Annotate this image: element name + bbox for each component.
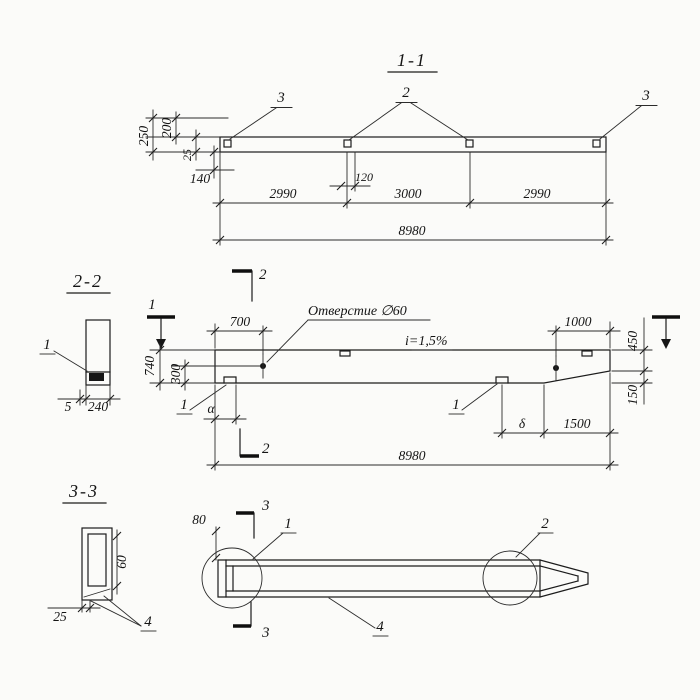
dim-200: 200 [159,118,174,139]
delta-1500-dims: δ 1500 [493,372,619,471]
dim-1000-group: 1000 [547,314,621,357]
dim-250: 250 [136,126,151,147]
dim-740: 740 [142,356,157,377]
dim-120: 120 [355,170,373,184]
plan-callout-1-label: 1 [284,516,292,532]
dim-700-group: 700 [206,314,273,355]
leader-1-right-label: 1 [452,397,460,413]
beam-top-view-outline [219,136,607,153]
dim-80-group: 80 [192,512,221,563]
leader-1-left-label: 1 [180,397,188,413]
callout-3-left-label: 3 [276,90,285,106]
section-2-2: 2-2 1 5 240 [39,271,121,414]
leader-2-plan: 2 [515,516,554,558]
detail-circle-right [482,550,538,606]
cut-3-top-label: 3 [261,498,270,514]
leader-1-right: 1 [448,383,498,415]
callout-3-right-label: 3 [641,88,650,104]
top-insert-mark-left [339,350,351,357]
callout-3-right: 3 [599,88,658,140]
bottom-notch-left [223,376,237,384]
leader-1-plan: 1 [252,516,297,560]
anchor-plates [223,139,601,148]
dim-delta: δ [519,416,526,431]
dim-2990-left: 2990 [270,186,297,201]
section-2-2-dims: 5 240 [57,384,121,414]
cut-mark-2-bottom: 2 [239,428,270,458]
cut-2-bottom-label: 2 [262,441,270,457]
section-3-3: 3-3 60 25 4 [47,481,157,632]
section-3-3-dims: 60 25 [47,529,129,624]
dim-60: 60 [114,555,129,569]
hole-note-group: Отверстие ∅60 [266,304,431,363]
callout-2-label: 2 [402,85,410,101]
dim-140: 140 [190,171,211,186]
dim-2990-right: 2990 [524,186,551,201]
cut-mark-3-bottom: 3 [233,601,270,641]
cut-1-left-label: 1 [148,297,156,313]
callout-4-label: 4 [144,614,152,630]
plan-callout-2-label: 2 [541,516,549,532]
dim-25-section33: 25 [53,609,67,624]
dim-240: 240 [88,399,109,414]
span-dimensions: 120 2990 3000 2990 8980 [212,151,614,246]
view-direction-arrow [156,339,166,349]
dim-450: 450 [625,331,640,352]
dim-80: 80 [192,512,206,527]
plan-inner-lines [225,559,579,598]
dim-25: 25 [180,149,194,161]
alpha-dim-group: α [203,384,247,425]
left-dimension-stack: 250 200 25 140 [136,109,235,186]
callout-1-label: 1 [43,337,51,353]
dim-1500: 1500 [564,416,591,431]
right-height-dims: 450 150 [611,317,653,406]
dim-150: 150 [625,385,640,406]
slope-note: i=1,5% [405,334,448,349]
cut-3-bottom-label: 3 [261,625,270,641]
dim-alpha: α [207,401,215,416]
view-elevation: 2 1 [142,267,680,471]
view-plan: 3 80 1 2 [192,498,589,641]
elevation-overall-dim: 8980 [206,384,619,471]
section-3-3-outer [81,527,113,601]
view-1-1-title: 1-1 [397,50,427,70]
section-3-3-inner [87,533,107,587]
leader-1-left: 1 [176,384,227,415]
left-height-dims: 740 300 [142,343,261,391]
detail-circle-left [201,547,263,609]
slope-note-group: i=1,5% [405,334,453,351]
callout-3-left: 3 [229,90,293,140]
cut-mark-2-top: 2 [232,267,267,302]
hole-right [553,355,559,381]
bearing-plate [89,373,104,381]
callout-2-mid: 2 [348,85,469,141]
dim-3000: 3000 [394,186,422,201]
callout-1-section22: 1 [39,337,88,372]
hole-left [260,353,266,379]
dim-300: 300 [168,364,183,386]
cut-mark-1-left: 1 [147,297,175,349]
callout-4-section33: 4 [90,595,157,632]
leader-4-plan: 4 [328,597,389,637]
section-3-3-title: 3-3 [68,481,99,501]
view-1-1: 1-1 3 2 3 [136,50,658,246]
view-direction-arrow [661,339,671,349]
section-2-2-title: 2-2 [73,271,103,291]
bottom-notch-right [495,376,509,384]
dim-8980-elevation: 8980 [399,448,426,463]
dim-1000: 1000 [565,314,592,329]
dim-8980-top: 8980 [399,223,426,238]
top-insert-mark-right [581,350,593,357]
cut-2-top-label: 2 [259,267,267,283]
cut-mark-3-top: 3 [236,498,270,539]
plan-callout-4-label: 4 [376,619,384,635]
beam-elevation-outline [214,349,611,384]
dim-5: 5 [65,399,72,414]
dim-700: 700 [230,314,251,329]
hole-note: Отверстие ∅60 [308,304,407,319]
cut-mark-1-right [652,315,680,349]
